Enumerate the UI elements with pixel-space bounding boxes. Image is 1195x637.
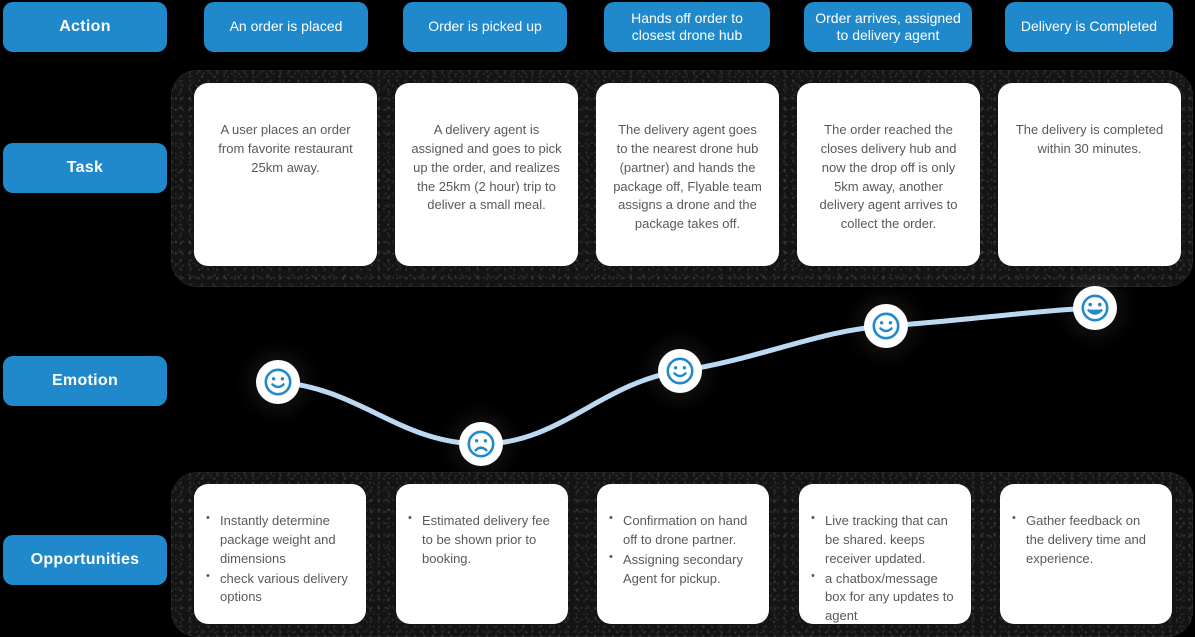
task-card-1-text: A user places an order from favorite res… <box>218 122 353 175</box>
opportunity-item: Confirmation on hand off to drone partne… <box>607 511 757 550</box>
opportunity-item: a chatbox/message box for any updates to… <box>809 569 959 624</box>
opportunity-card-4[interactable]: Live tracking that can be shared. keeps … <box>799 484 971 624</box>
opportunity-item: Assigning secondary Agent for pickup. <box>607 550 757 589</box>
opportunity-list-4: Live tracking that can be shared. keeps … <box>809 511 959 624</box>
action-step-5-label: Delivery is Completed <box>1020 18 1158 35</box>
row-label-action-text: Action <box>59 18 111 35</box>
action-step-3-label: Hands off order to closest drone hub <box>631 9 743 44</box>
opportunity-item: Gather feedback on the delivery time and… <box>1010 511 1160 569</box>
opportunity-card-5[interactable]: Gather feedback on the delivery time and… <box>1000 484 1172 624</box>
row-label-opportunities-text: Opportunities <box>30 551 140 568</box>
emotion-node-4[interactable] <box>864 304 908 348</box>
opportunity-item: Live tracking that can be shared. keeps … <box>809 511 959 569</box>
opportunity-item: Estimated delivery fee to be shown prior… <box>406 511 556 569</box>
action-step-5[interactable]: Delivery is Completed <box>1005 2 1173 52</box>
opportunity-list-5: Gather feedback on the delivery time and… <box>1010 511 1160 569</box>
task-card-5-text: The delivery is completed within 30 minu… <box>1015 122 1164 156</box>
opportunity-list-2: Estimated delivery fee to be shown prior… <box>406 511 556 569</box>
opportunity-card-2[interactable]: Estimated delivery fee to be shown prior… <box>396 484 568 624</box>
smiley-very-happy-icon <box>1081 294 1109 322</box>
task-card-5[interactable]: The delivery is completed within 30 minu… <box>998 83 1181 266</box>
emotion-node-5[interactable] <box>1073 286 1117 330</box>
smiley-happy-icon <box>666 357 694 385</box>
row-label-task-text: Task <box>66 159 104 176</box>
row-label-emotion-text: Emotion <box>51 372 119 389</box>
emotion-chart <box>0 280 1195 470</box>
opportunity-item: check various delivery options <box>204 569 354 608</box>
task-card-1[interactable]: A user places an order from favorite res… <box>194 83 377 266</box>
opportunity-list-3: Confirmation on hand off to drone partne… <box>607 511 757 589</box>
emotion-node-1[interactable] <box>256 360 300 404</box>
opportunity-card-3[interactable]: Confirmation on hand off to drone partne… <box>597 484 769 624</box>
emotion-curve <box>275 305 1098 447</box>
row-label-task[interactable]: Task <box>3 143 167 193</box>
smiley-happy-icon <box>872 312 900 340</box>
action-step-4[interactable]: Order arrives, assigned to delivery agen… <box>804 2 972 52</box>
task-card-4[interactable]: The order reached the closes delivery hu… <box>797 83 980 266</box>
row-label-action[interactable]: Action <box>3 2 167 52</box>
emotion-node-2[interactable] <box>459 422 503 466</box>
task-card-3-text: The delivery agent goes to the nearest d… <box>613 122 762 232</box>
opportunity-list-1: Instantly determine package weight and d… <box>204 511 354 608</box>
action-step-2-label: Order is picked up <box>428 18 542 35</box>
row-label-emotion[interactable]: Emotion <box>3 356 167 406</box>
task-card-2[interactable]: A delivery agent is assigned and goes to… <box>395 83 578 266</box>
opportunity-item: Instantly determine package weight and d… <box>204 511 354 569</box>
action-step-1-label: An order is placed <box>229 18 343 35</box>
task-card-3[interactable]: The delivery agent goes to the nearest d… <box>596 83 779 266</box>
action-step-1[interactable]: An order is placed <box>204 2 368 52</box>
task-card-2-text: A delivery agent is assigned and goes to… <box>411 122 562 213</box>
action-step-4-label: Order arrives, assigned to delivery agen… <box>815 9 961 44</box>
opportunity-card-1[interactable]: Instantly determine package weight and d… <box>194 484 366 624</box>
smiley-sad-icon <box>467 430 495 458</box>
action-step-2[interactable]: Order is picked up <box>403 2 567 52</box>
task-card-4-text: The order reached the closes delivery hu… <box>819 122 958 232</box>
action-step-3[interactable]: Hands off order to closest drone hub <box>604 2 770 52</box>
row-label-opportunities[interactable]: Opportunities <box>3 535 167 585</box>
smiley-happy-icon <box>264 368 292 396</box>
emotion-node-3[interactable] <box>658 349 702 393</box>
